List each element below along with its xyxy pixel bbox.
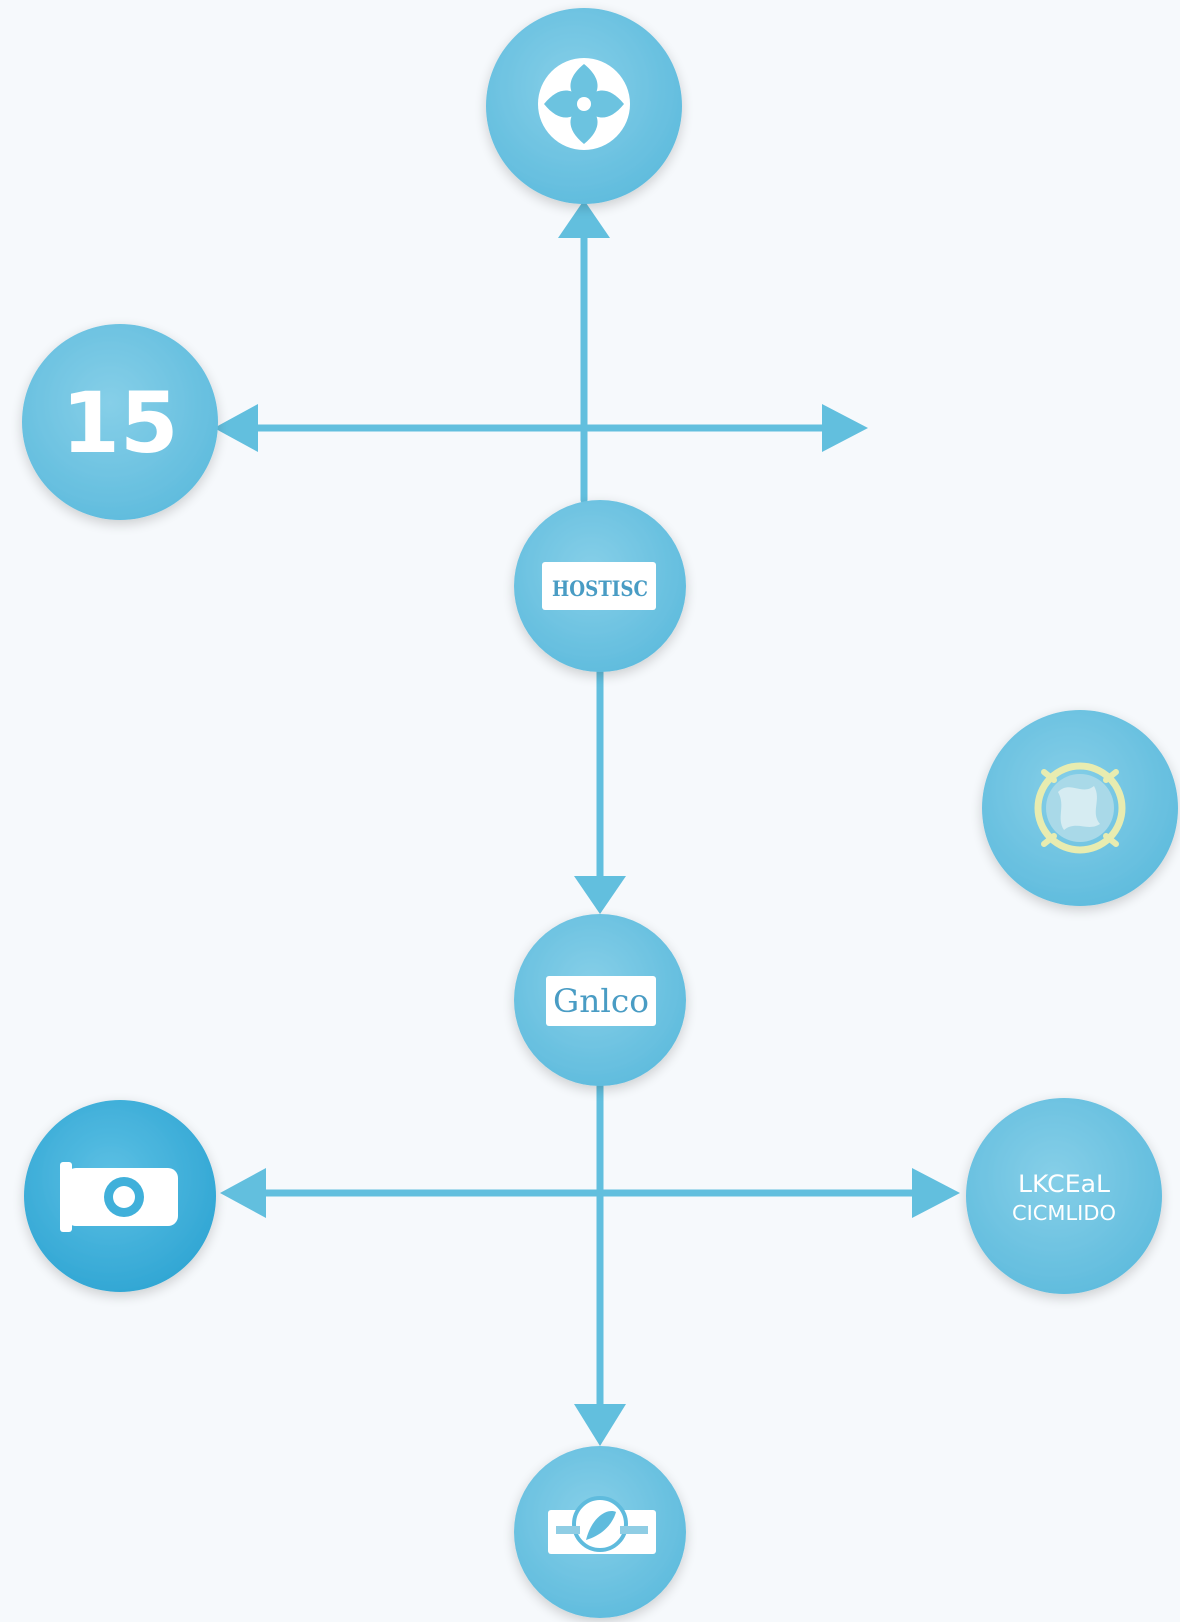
node-right-middle[interactable] <box>982 710 1178 906</box>
node-center-upper-label: HOSTISC <box>552 576 648 601</box>
globe-icon <box>1034 762 1126 854</box>
edge-center-to-left-upper <box>214 404 588 452</box>
edge-center-lower-to-right-lower <box>596 1168 960 1218</box>
edge-center-upper-to-center-lower <box>574 668 626 914</box>
edge-center-upper-to-top <box>558 200 610 504</box>
camera-badge-icon <box>60 1162 178 1232</box>
node-left-upper-label: 15 <box>62 374 179 472</box>
edge-center-to-right-upper <box>580 404 868 452</box>
label-box <box>546 976 656 1026</box>
flower-icon <box>538 58 630 150</box>
node-right-lower[interactable]: LKCEaL CICMLIDO <box>966 1098 1162 1294</box>
node-bottom[interactable] <box>514 1446 686 1618</box>
seal-badge-icon <box>548 1496 656 1554</box>
edge-center-lower-to-bottom <box>574 1082 626 1446</box>
node-right-lower-label-line2: CICMLIDO <box>1012 1201 1116 1225</box>
node-center-lower-label: Gnlco <box>553 982 649 1020</box>
node-left-upper[interactable]: 15 <box>22 324 218 520</box>
node-left-lower[interactable]: TOQJ <box>24 1100 216 1292</box>
node-top[interactable] <box>486 8 682 204</box>
node-right-lower-label-line1: LKCEaL <box>1018 1170 1111 1198</box>
node-center-lower[interactable]: Gnlco <box>514 914 686 1086</box>
node-center-upper[interactable]: HOSTISC <box>514 500 686 672</box>
logo-badge-icon <box>542 562 656 610</box>
edge-center-lower-to-left-lower <box>220 1168 604 1218</box>
